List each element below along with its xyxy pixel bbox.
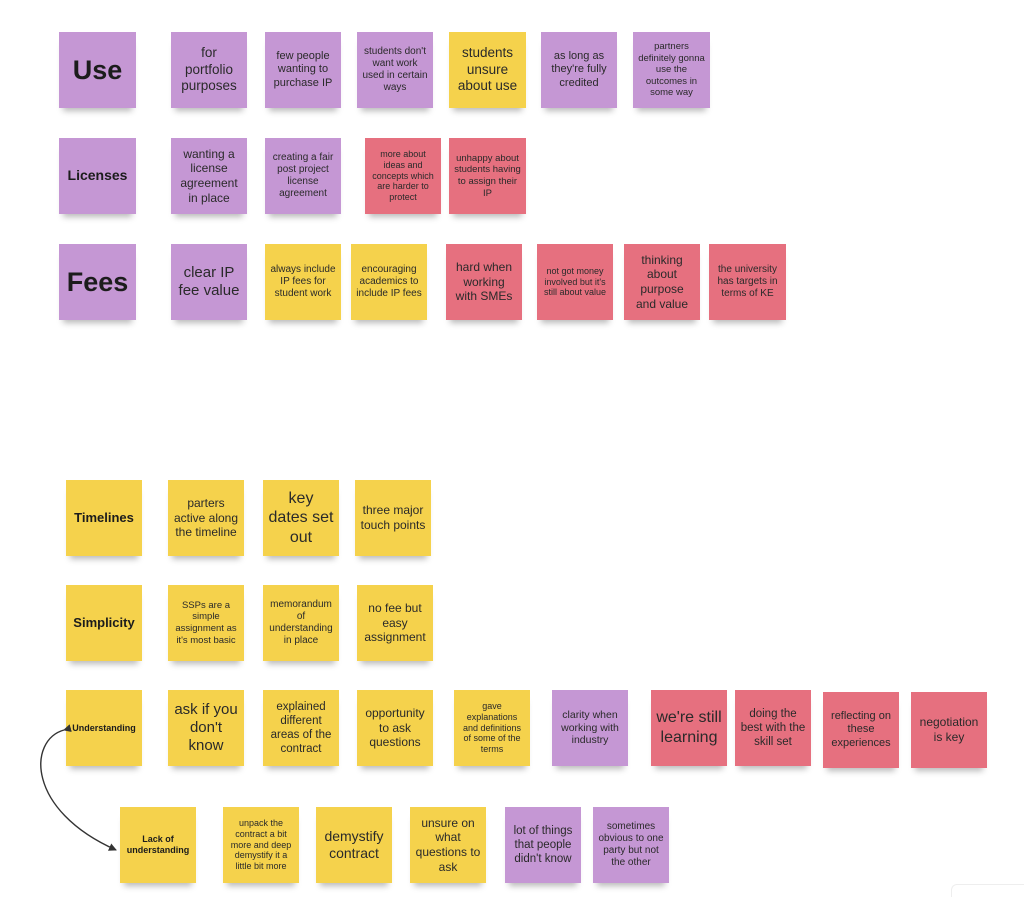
sticky-note-text: students unsure about use	[457, 45, 518, 94]
sticky-note-und-5[interactable]: clarity when working with industry	[552, 690, 628, 766]
sticky-note-simp-2[interactable]: memorandum of understanding in place	[263, 585, 339, 661]
sticky-note-simp-1[interactable]: SSPs are a simple assignment as it's mos…	[168, 585, 244, 661]
sticky-note-text: memorandum of understanding in place	[269, 598, 333, 647]
sticky-note-use-5[interactable]: as long as they're fully credited	[541, 32, 617, 108]
sticky-note-fee-2[interactable]: always include IP fees for student work	[265, 244, 341, 320]
sticky-note-und-1[interactable]: ask if you don't know	[168, 690, 244, 766]
sticky-note-text: parters active along the timeline	[173, 496, 239, 540]
sticky-note-fee-4[interactable]: hard when working with SMEs	[446, 244, 522, 320]
sticky-note-text: Timelines	[74, 510, 134, 526]
sticky-note-text: few people wanting to purchase IP	[273, 49, 333, 89]
sticky-note-fee-1[interactable]: clear IP fee value	[171, 244, 247, 320]
sticky-note-text: creating a fair post project license agr…	[272, 151, 334, 200]
sticky-note-text: clear IP fee value	[178, 263, 240, 299]
sticky-note-use-4[interactable]: students unsure about use	[449, 32, 526, 108]
sticky-note-text: students don't want work used in certain…	[362, 45, 428, 94]
sticky-note-time-2[interactable]: key dates set out	[263, 480, 339, 556]
sticky-note-und-3[interactable]: opportunity to ask questions	[357, 690, 433, 766]
sticky-note-text: as long as they're fully credited	[551, 49, 607, 89]
sticky-note-simp-3[interactable]: no fee but easy assignment	[357, 585, 433, 661]
sticky-note-text: lot of things that people didn't know	[513, 824, 573, 865]
sticky-note-fee-6[interactable]: thinking about purpose and value	[624, 244, 700, 320]
sticky-note-use-1[interactable]: for portfolio purposes	[171, 32, 247, 108]
sticky-note-text: sometimes obvious to one party but not t…	[598, 820, 664, 869]
sticky-note-text: explained different areas of the contrac…	[270, 700, 332, 756]
sticky-note-text: wanting a license agreement in place	[180, 146, 238, 205]
sticky-note-text: Fees	[66, 266, 129, 297]
sticky-note-text: encouraging academics to include IP fees	[356, 263, 422, 300]
sticky-note-text: more about ideas and concepts which are …	[372, 148, 434, 203]
board-corner-widget	[951, 884, 1024, 897]
sticky-note-text: SSPs are a simple assignment as it's mos…	[175, 599, 237, 646]
sticky-note-use-2[interactable]: few people wanting to purchase IP	[265, 32, 341, 108]
sticky-note-text: we're still learning	[656, 709, 722, 746]
category-label-label-lack[interactable]: Lack of understanding	[120, 807, 196, 883]
sticky-note-text: thinking about purpose and value	[635, 252, 689, 311]
sticky-note-und-6[interactable]: we're still learning	[651, 690, 727, 766]
sticky-note-text: Simplicity	[73, 615, 135, 631]
sticky-note-text: unpack the contract a bit more and deep …	[230, 817, 292, 872]
category-label-label-licenses[interactable]: Licenses	[59, 138, 136, 214]
sticky-note-use-3[interactable]: students don't want work used in certain…	[357, 32, 433, 108]
sticky-note-time-3[interactable]: three major touch points	[355, 480, 431, 556]
sticky-note-text: hard when working with SMEs	[455, 260, 513, 304]
sticky-note-und-4[interactable]: gave explanations and definitions of som…	[454, 690, 530, 766]
sticky-note-und-8[interactable]: reflecting on these experiences	[823, 692, 899, 768]
sticky-note-text: gave explanations and definitions of som…	[462, 700, 522, 755]
sticky-note-text: partners definitely gonna use the outcom…	[638, 41, 705, 99]
category-label-label-timelines[interactable]: Timelines	[66, 480, 142, 556]
sticky-note-text: not got money involved but it's still ab…	[543, 265, 607, 298]
sticky-note-text: Use	[72, 54, 123, 85]
sticky-note-text: demystify contract	[324, 827, 384, 861]
sticky-note-lack-2[interactable]: demystify contract	[316, 807, 392, 883]
sticky-note-fee-7[interactable]: the university has targets in terms of K…	[709, 244, 786, 320]
sticky-note-und-9[interactable]: negotiation is key	[911, 692, 987, 768]
sticky-note-lack-5[interactable]: sometimes obvious to one party but not t…	[593, 807, 669, 883]
sticky-note-text: the university has targets in terms of K…	[717, 263, 778, 300]
sticky-note-text: clarity when working with industry	[561, 708, 619, 747]
sticky-note-und-7[interactable]: doing the best with the skill set	[735, 690, 811, 766]
sticky-note-text: opportunity to ask questions	[365, 706, 425, 750]
sticky-note-lic-1[interactable]: wanting a license agreement in place	[171, 138, 247, 214]
sticky-note-text: negotiation is key	[919, 715, 979, 744]
category-label-label-understanding[interactable]: Understanding	[66, 690, 142, 766]
sticky-note-fee-5[interactable]: not got money involved but it's still ab…	[537, 244, 613, 320]
sticky-note-lic-3[interactable]: more about ideas and concepts which are …	[365, 138, 441, 214]
sticky-note-text: ask if you don't know	[174, 700, 238, 755]
category-label-label-simplicity[interactable]: Simplicity	[66, 585, 142, 661]
category-label-label-use[interactable]: Use	[59, 32, 136, 108]
sticky-note-fee-3[interactable]: encouraging academics to include IP fees	[351, 244, 427, 320]
sticky-note-text: for portfolio purposes	[181, 45, 237, 94]
sticky-note-text: reflecting on these experiences	[831, 709, 891, 749]
sticky-note-text: always include IP fees for student work	[270, 263, 336, 300]
sticky-note-use-6[interactable]: partners definitely gonna use the outcom…	[633, 32, 710, 108]
sticky-note-text: three major touch points	[360, 503, 426, 532]
category-label-label-fees[interactable]: Fees	[59, 244, 136, 320]
sticky-note-text: no fee but easy assignment	[364, 601, 426, 645]
sticky-note-text: Licenses	[67, 167, 128, 184]
sticky-note-lack-4[interactable]: lot of things that people didn't know	[505, 807, 581, 883]
sticky-note-und-2[interactable]: explained different areas of the contrac…	[263, 690, 339, 766]
sticky-note-time-1[interactable]: parters active along the timeline	[168, 480, 244, 556]
sticky-note-text: unhappy about students having to assign …	[454, 152, 521, 199]
sticky-note-text: unsure on what questions to ask	[415, 815, 481, 874]
sticky-note-text: doing the best with the skill set	[740, 707, 806, 748]
sticky-note-text: Lack of understanding	[126, 834, 190, 855]
sticky-note-lack-3[interactable]: unsure on what questions to ask	[410, 807, 486, 883]
sticky-note-lic-2[interactable]: creating a fair post project license agr…	[265, 138, 341, 214]
sticky-note-text: Understanding	[72, 722, 136, 733]
sticky-note-lack-1[interactable]: unpack the contract a bit more and deep …	[223, 807, 299, 883]
sticky-note-text: key dates set out	[268, 489, 334, 546]
sticky-note-lic-4[interactable]: unhappy about students having to assign …	[449, 138, 526, 214]
